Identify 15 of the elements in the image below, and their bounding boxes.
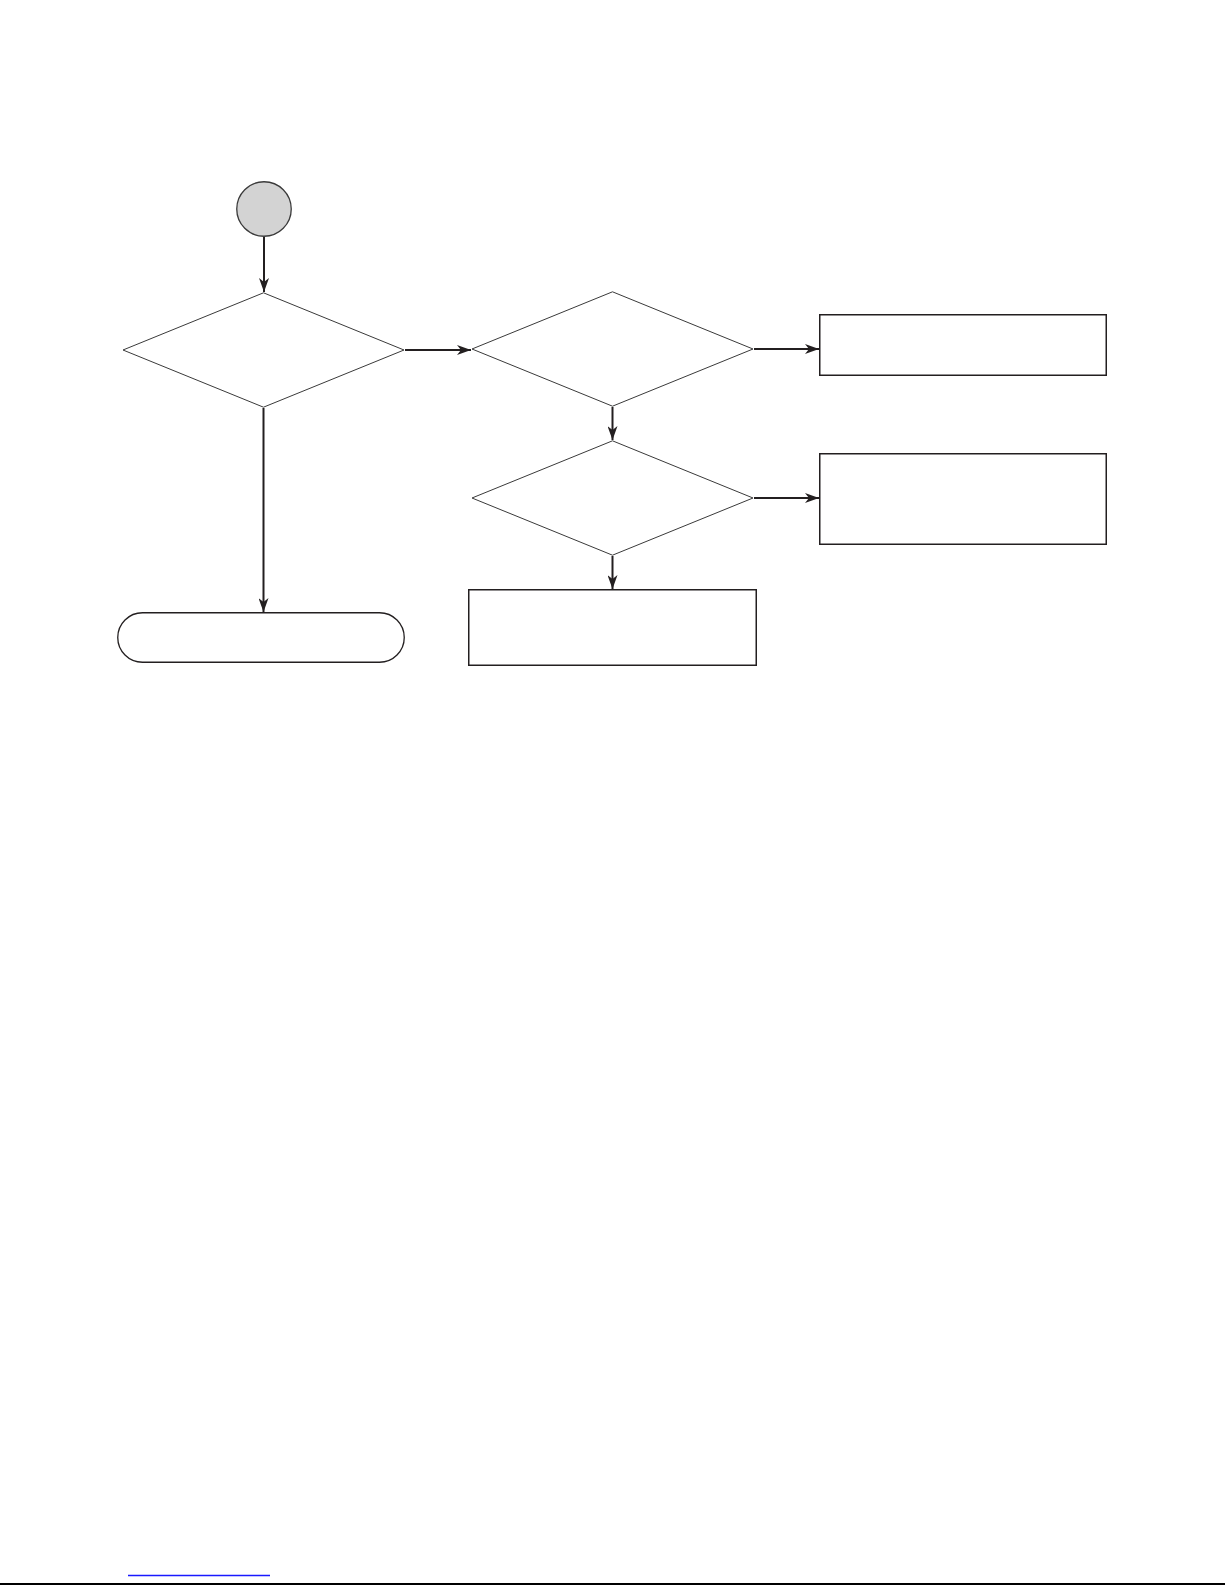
arrow	[607, 406, 618, 441]
start-circle	[236, 181, 292, 237]
arrow	[753, 344, 820, 354]
process-box	[468, 589, 757, 666]
arrow	[607, 555, 618, 590]
arrow	[258, 407, 269, 613]
decision-diamond	[471, 440, 754, 556]
arrow	[259, 236, 269, 293]
process-box	[819, 453, 1107, 545]
decision-diamond	[471, 291, 754, 407]
arrow	[404, 345, 472, 355]
decision-diamond	[122, 292, 405, 408]
arrow	[753, 493, 820, 503]
terminal-box	[117, 612, 405, 663]
process-box	[819, 314, 1107, 376]
